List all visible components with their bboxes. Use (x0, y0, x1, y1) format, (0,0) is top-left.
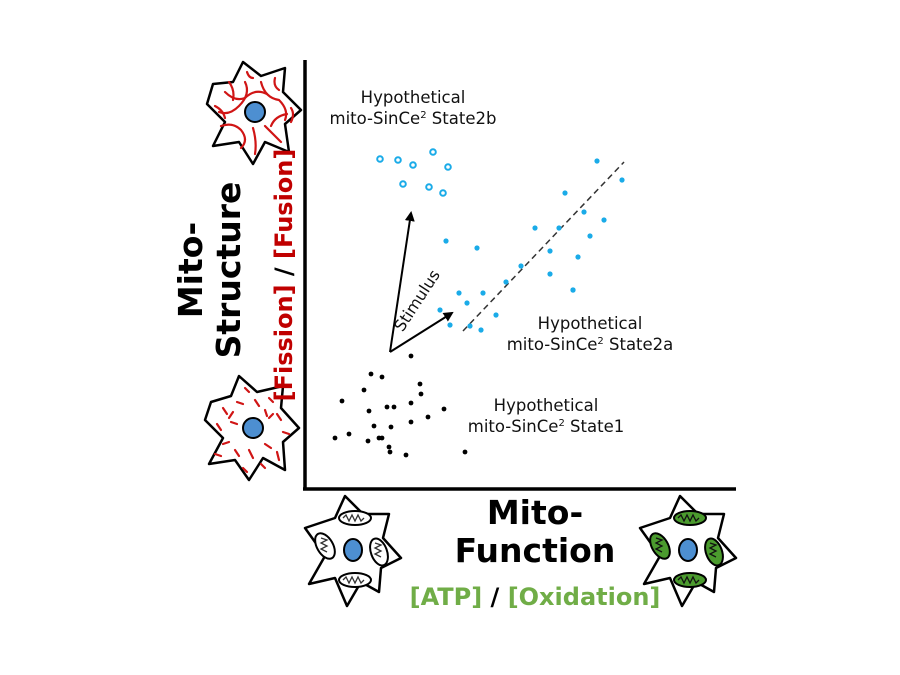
stimulus-arrow-to-state2a (389, 311, 454, 353)
state2a-label-suffix: State2a (603, 335, 674, 354)
black-point (408, 419, 414, 425)
x-axis-atp: [ATP] (409, 583, 483, 611)
blue-point (547, 271, 553, 277)
black-point (339, 398, 345, 404)
blue-point (594, 158, 600, 164)
black-point (441, 406, 447, 412)
stimulus-arrow-to-state2b (389, 211, 415, 353)
blue-point (619, 177, 625, 183)
ring-point (429, 148, 437, 156)
black-point (346, 431, 352, 437)
black-point (371, 423, 377, 429)
blue-point (478, 327, 484, 333)
x-axis-title-line2: Function (454, 531, 616, 570)
ring-point (376, 155, 384, 163)
ring-point (399, 180, 407, 188)
black-point (365, 438, 371, 444)
state2a-label-prefix: mito-SinCe (506, 335, 598, 354)
state2a-label: Hypothetical mito-SinCe2 State2a (495, 313, 685, 355)
x-axis-subtitle: [ATP] / [Oxidation] (390, 582, 680, 612)
fused-mitochondria-cell-icon (205, 60, 303, 166)
black-point (366, 408, 372, 414)
state2a-label-sup: 2 (597, 336, 604, 347)
black-point (408, 400, 414, 406)
black-point (361, 387, 367, 393)
low-function-cell-icon (303, 494, 403, 608)
state1-label: Hypothetical mito-SinCe2 State1 (451, 395, 641, 437)
ring-point (409, 161, 417, 169)
blue-point (562, 190, 568, 196)
state2a-points (437, 158, 625, 333)
state2b-label-prefix: mito-SinCe (329, 109, 421, 128)
blue-point (601, 217, 607, 223)
blue-point (503, 279, 509, 285)
y-axis-separator: / (270, 258, 298, 285)
blue-point (575, 254, 581, 260)
blue-point (532, 225, 538, 231)
blue-point (518, 263, 524, 269)
blue-point (480, 290, 486, 296)
black-point (418, 391, 424, 397)
blue-point (556, 225, 562, 231)
black-point (368, 371, 374, 377)
ring-point (425, 183, 433, 191)
ring-point (394, 156, 402, 164)
blue-point (587, 233, 593, 239)
x-axis-title-line1: Mito- (486, 493, 584, 532)
ring-point (439, 189, 447, 197)
black-point (408, 353, 414, 359)
state1-label-line2: mito-SinCe2 State1 (451, 416, 641, 437)
state2b-label-line2: mito-SinCe2 State2b (318, 108, 508, 129)
y-axis-title: Mito- Structure (171, 150, 248, 390)
blue-point (456, 290, 462, 296)
blue-point (437, 307, 443, 313)
trend-line (462, 161, 625, 332)
y-axis-fission: [Fission] (270, 284, 298, 402)
black-point (386, 444, 392, 450)
state1-label-suffix: State1 (564, 417, 625, 436)
x-axis-title: Mito- Function (430, 494, 640, 570)
black-point (387, 449, 393, 455)
state2b-label-suffix: State2b (426, 109, 497, 128)
blue-point (467, 323, 473, 329)
state1-label-line1: Hypothetical (493, 396, 599, 415)
x-axis-oxidation: [Oxidation] (507, 583, 661, 611)
blue-point (464, 300, 470, 306)
blue-point (443, 238, 449, 244)
state2b-label-line1: Hypothetical (360, 88, 466, 107)
blue-point (570, 287, 576, 293)
black-point (384, 404, 390, 410)
blue-point (547, 248, 553, 254)
blue-point (447, 322, 453, 328)
blue-point (493, 312, 499, 318)
y-axis-subtitle: [Fission] / [Fusion] (269, 130, 299, 420)
black-point (379, 435, 385, 441)
state1-label-sup: 2 (558, 418, 565, 429)
black-point (391, 404, 397, 410)
state1-points (332, 353, 468, 458)
blue-point (581, 209, 587, 215)
black-point (462, 449, 468, 455)
black-point (425, 414, 431, 420)
y-axis-title-line2: Structure (209, 181, 248, 359)
black-point (332, 435, 338, 441)
state1-label-prefix: mito-SinCe (467, 417, 559, 436)
ring-point (444, 163, 452, 171)
black-point (403, 452, 409, 458)
x-axis-separator: / (482, 583, 508, 611)
blue-point (474, 245, 480, 251)
y-axis-fusion: [Fusion] (270, 148, 298, 259)
state2b-points (376, 148, 452, 197)
black-point (417, 381, 423, 387)
black-point (388, 424, 394, 430)
y-axis-title-line1: Mito- (171, 221, 210, 319)
state2b-label-sup: 2 (420, 110, 427, 121)
fragmented-mitochondria-cell-icon (203, 374, 301, 482)
state2b-label: Hypothetical mito-SinCe2 State2b (318, 87, 508, 129)
state2a-label-line1: Hypothetical (537, 314, 643, 333)
high-function-cell-icon (638, 494, 738, 608)
black-point (379, 374, 385, 380)
state2a-label-line2: mito-SinCe2 State2a (495, 334, 685, 355)
